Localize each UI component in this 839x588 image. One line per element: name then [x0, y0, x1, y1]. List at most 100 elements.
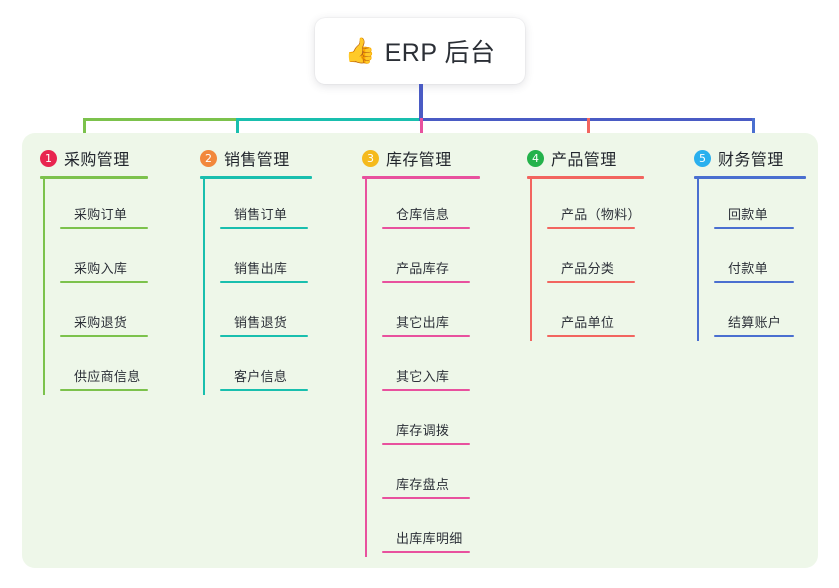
bar-green [83, 118, 236, 121]
column-body-3: 仓库信息产品库存其它出库其它入库库存调拨库存盘点出库库明细 [362, 179, 480, 557]
menu-item-label: 库存调拨 [396, 423, 450, 438]
menu-item[interactable]: 付款单 [714, 233, 806, 287]
menu-item-rule [382, 227, 470, 229]
menu-item-rule [382, 281, 470, 283]
column-spine-4 [530, 179, 532, 341]
bar-teal [236, 118, 421, 121]
column-title-4: 产品管理 [551, 152, 617, 169]
menu-item-rule [220, 335, 308, 337]
menu-item-label: 结算账户 [728, 315, 782, 330]
menu-item-label: 产品分类 [561, 261, 615, 276]
column-rule-2 [200, 176, 312, 179]
menu-item[interactable]: 产品库存 [382, 233, 480, 287]
column-header-4[interactable]: 4 产品管理 [527, 146, 644, 170]
column-3: 3 库存管理仓库信息产品库存其它出库其它入库库存调拨库存盘点出库库明细 [362, 146, 480, 557]
menu-item-rule [382, 497, 470, 499]
menu-item-label: 采购退货 [74, 315, 128, 330]
menu-item-rule [382, 551, 470, 553]
column-rule-1 [40, 176, 148, 179]
column-5: 5 财务管理回款单付款单结算账户 [694, 146, 806, 341]
menu-item-label: 出库库明细 [396, 531, 463, 546]
menu-item[interactable]: 客户信息 [220, 341, 312, 395]
menu-item-rule [547, 335, 635, 337]
menu-item-rule [714, 227, 794, 229]
column-rule-5 [694, 176, 806, 179]
menu-item[interactable]: 产品（物料） [547, 179, 644, 233]
menu-item[interactable]: 采购退货 [60, 287, 148, 341]
menu-item-rule [382, 335, 470, 337]
menu-item-label: 采购订单 [74, 207, 128, 222]
menu-item-label: 库存盘点 [396, 477, 450, 492]
menu-item-rule [220, 389, 308, 391]
menu-item-rule [382, 443, 470, 445]
menu-item[interactable]: 采购订单 [60, 179, 148, 233]
menu-item[interactable]: 库存盘点 [382, 449, 480, 503]
menu-item-label: 仓库信息 [396, 207, 450, 222]
menu-item-label: 付款单 [728, 261, 768, 276]
menu-item[interactable]: 产品分类 [547, 233, 644, 287]
column-body-5: 回款单付款单结算账户 [694, 179, 806, 341]
column-header-5[interactable]: 5 财务管理 [694, 146, 806, 170]
menu-item[interactable]: 供应商信息 [60, 341, 148, 395]
menu-item[interactable]: 其它入库 [382, 341, 480, 395]
root-title: ERP 后台 [384, 39, 496, 67]
menu-item-label: 其它入库 [396, 369, 450, 384]
column-title-1: 采购管理 [64, 152, 130, 169]
menu-item-label: 其它出库 [396, 315, 450, 330]
menu-item-label: 回款单 [728, 207, 768, 222]
column-header-3[interactable]: 3 库存管理 [362, 146, 480, 170]
menu-item[interactable]: 采购入库 [60, 233, 148, 287]
menu-item-rule [60, 335, 148, 337]
column-header-1[interactable]: 1 采购管理 [40, 146, 148, 170]
menu-item-label: 销售退货 [234, 315, 288, 330]
column-body-2: 销售订单销售出库销售退货客户信息 [200, 179, 312, 395]
menu-item-rule [220, 227, 308, 229]
menu-item-label: 销售订单 [234, 207, 288, 222]
menu-item[interactable]: 结算账户 [714, 287, 806, 341]
column-badge-1: 1 [40, 149, 57, 167]
menu-item-rule [60, 227, 148, 229]
menu-item-label: 销售出库 [234, 261, 288, 276]
column-badge-3: 3 [362, 149, 379, 167]
column-body-1: 采购订单采购入库采购退货供应商信息 [40, 179, 148, 395]
menu-item[interactable]: 回款单 [714, 179, 806, 233]
column-spine-1 [43, 179, 45, 395]
menu-item[interactable]: 其它出库 [382, 287, 480, 341]
root-node[interactable]: 👍 ERP 后台 [315, 18, 525, 84]
menu-item-rule [714, 335, 794, 337]
column-title-3: 库存管理 [386, 152, 452, 169]
menu-item-rule [547, 281, 635, 283]
menu-item[interactable]: 销售订单 [220, 179, 312, 233]
column-badge-2: 2 [200, 149, 217, 167]
menu-item[interactable]: 库存调拨 [382, 395, 480, 449]
menu-item[interactable]: 销售出库 [220, 233, 312, 287]
column-spine-2 [203, 179, 205, 395]
column-title-5: 财务管理 [718, 152, 784, 169]
menu-item-label: 产品（物料） [561, 207, 641, 222]
column-body-4: 产品（物料） 产品分类产品单位 [527, 179, 644, 341]
menu-item-label: 采购入库 [74, 261, 128, 276]
column-rule-4 [527, 176, 644, 179]
menu-item[interactable]: 产品单位 [547, 287, 644, 341]
column-spine-5 [697, 179, 699, 341]
column-1: 1 采购管理采购订单采购入库采购退货供应商信息 [40, 146, 148, 395]
column-4: 4 产品管理产品（物料） 产品分类产品单位 [527, 146, 644, 341]
menu-item-label: 产品库存 [396, 261, 450, 276]
diagram-panel [22, 133, 818, 568]
thumbs-up-icon: 👍 [344, 36, 376, 65]
menu-item[interactable]: 销售退货 [220, 287, 312, 341]
menu-item-rule [220, 281, 308, 283]
trunk-connector [419, 84, 423, 120]
menu-item-rule [547, 227, 635, 229]
column-badge-4: 4 [527, 149, 544, 167]
column-spine-3 [365, 179, 367, 557]
menu-item-rule [60, 389, 148, 391]
menu-item-rule [382, 389, 470, 391]
column-rule-3 [362, 176, 480, 179]
menu-item[interactable]: 仓库信息 [382, 179, 480, 233]
menu-item[interactable]: 出库库明细 [382, 503, 480, 557]
menu-item-rule [714, 281, 794, 283]
column-badge-5: 5 [694, 149, 711, 167]
